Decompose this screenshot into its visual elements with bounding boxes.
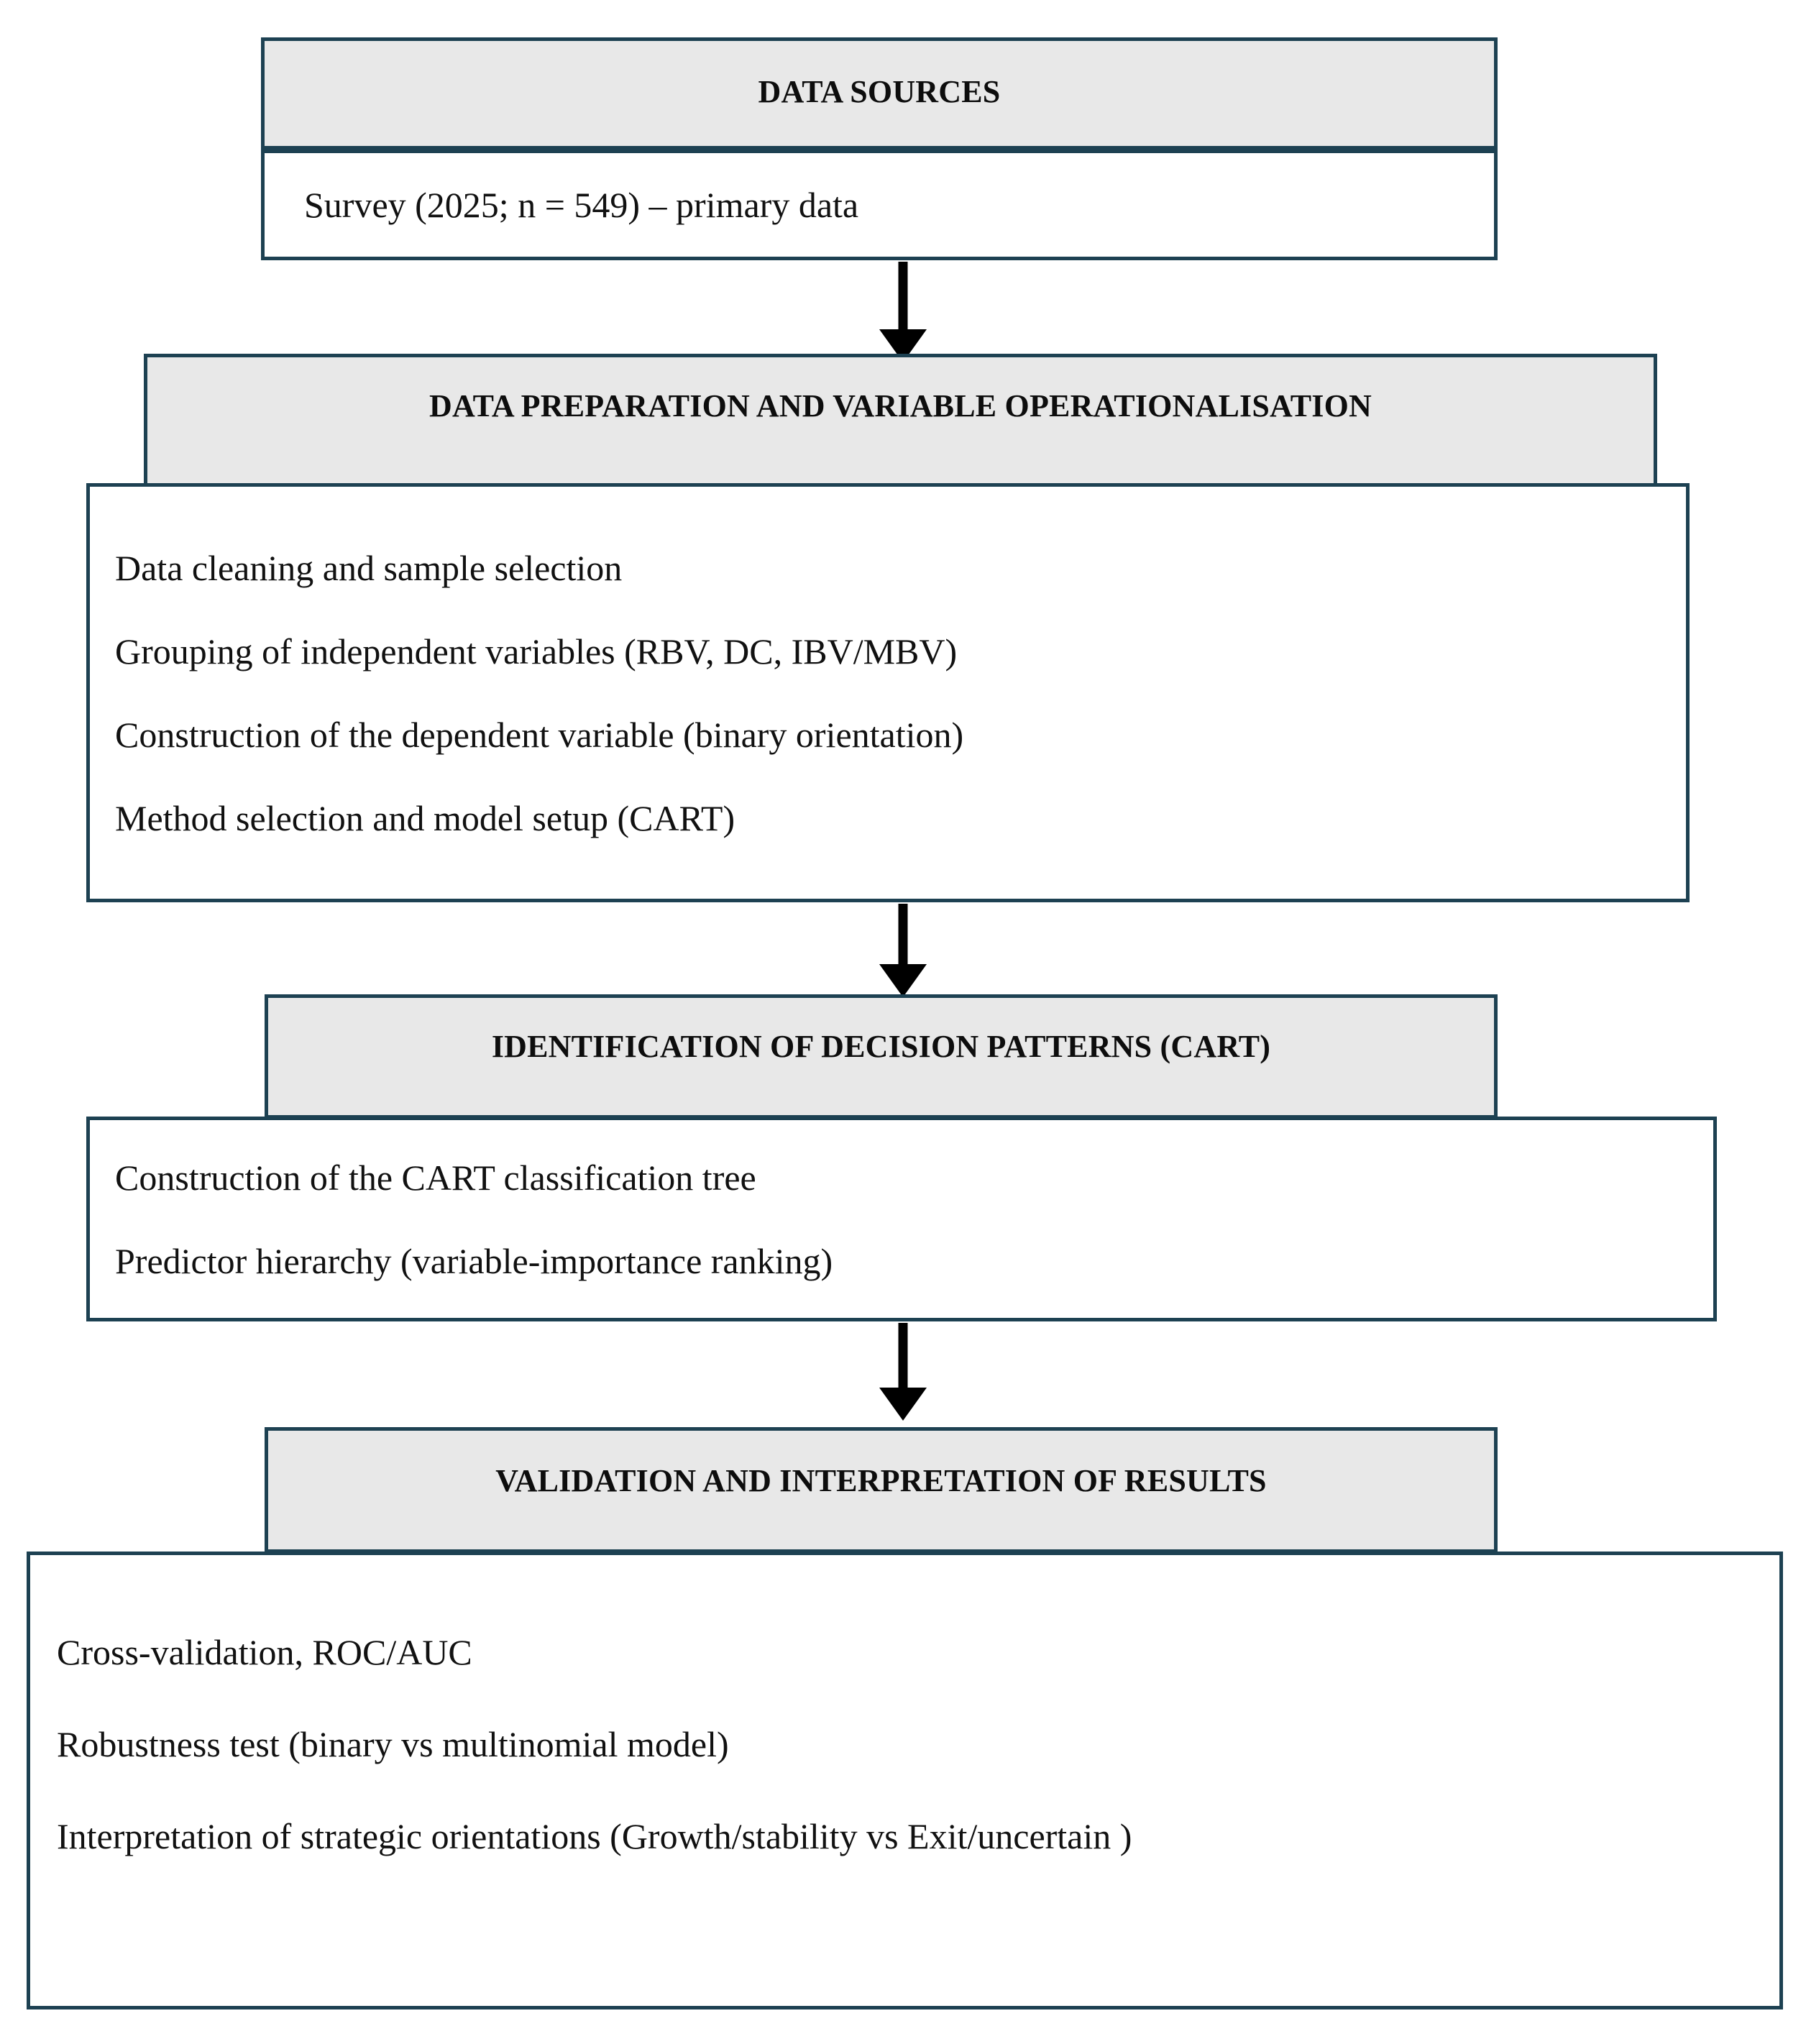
arrow-shaft bbox=[898, 1323, 908, 1392]
stage-header-decision-patterns: IDENTIFICATION OF DECISION PATTERNS (CAR… bbox=[265, 994, 1498, 1119]
stage-body-lines-validation: Cross-validation, ROC/AUC Robustness tes… bbox=[30, 1555, 1779, 2006]
stage-header-data-preparation: DATA PREPARATION AND VARIABLE OPERATIONA… bbox=[144, 354, 1657, 487]
list-item: Cross-validation, ROC/AUC bbox=[57, 1632, 472, 1672]
list-item: Robustness test (binary vs multinomial m… bbox=[57, 1724, 729, 1764]
arrow-head bbox=[879, 1388, 927, 1421]
stage-header-validation: VALIDATION AND INTERPRETATION OF RESULTS bbox=[265, 1427, 1498, 1553]
list-item: Data cleaning and sample selection bbox=[115, 547, 623, 588]
arrow-shaft bbox=[898, 262, 908, 334]
stage-header-label-decision-patterns: IDENTIFICATION OF DECISION PATTERNS (CAR… bbox=[491, 1029, 1271, 1064]
list-item: Interpretation of strategic orientations… bbox=[57, 1816, 1132, 1856]
stage-body-lines-data-preparation: Data cleaning and sample selection Group… bbox=[90, 487, 1686, 899]
list-item: Predictor hierarchy (variable-importance… bbox=[115, 1240, 833, 1281]
list-item: Method selection and model setup (CART) bbox=[115, 797, 735, 838]
stage-header-label-data-sources: DATA SOURCES bbox=[758, 74, 1001, 109]
stage-body-lines-decision-patterns: Construction of the CART classification … bbox=[90, 1120, 1713, 1318]
stage-header-data-sources: DATA SOURCES bbox=[261, 37, 1498, 150]
list-item: Survey (2025; n = 549) – primary data bbox=[304, 185, 859, 225]
list-item: Grouping of independent variables (RBV, … bbox=[115, 631, 958, 672]
stage-body-data-sources: Survey (2025; n = 549) – primary data bbox=[261, 150, 1498, 260]
stage-body-validation: Cross-validation, ROC/AUC Robustness tes… bbox=[27, 1552, 1783, 2009]
stage-header-label-validation: VALIDATION AND INTERPRETATION OF RESULTS bbox=[495, 1463, 1267, 1498]
arrow-shaft bbox=[898, 904, 908, 968]
list-item: Construction of the dependent variable (… bbox=[115, 714, 964, 755]
stage-body-decision-patterns: Construction of the CART classification … bbox=[86, 1117, 1717, 1321]
arrow-head bbox=[879, 964, 927, 997]
list-item: Construction of the CART classification … bbox=[115, 1157, 756, 1198]
stage-body-lines-data-sources: Survey (2025; n = 549) – primary data bbox=[265, 153, 1494, 257]
stage-header-label-data-preparation: DATA PREPARATION AND VARIABLE OPERATIONA… bbox=[428, 388, 1372, 423]
stage-body-data-preparation: Data cleaning and sample selection Group… bbox=[86, 483, 1690, 902]
